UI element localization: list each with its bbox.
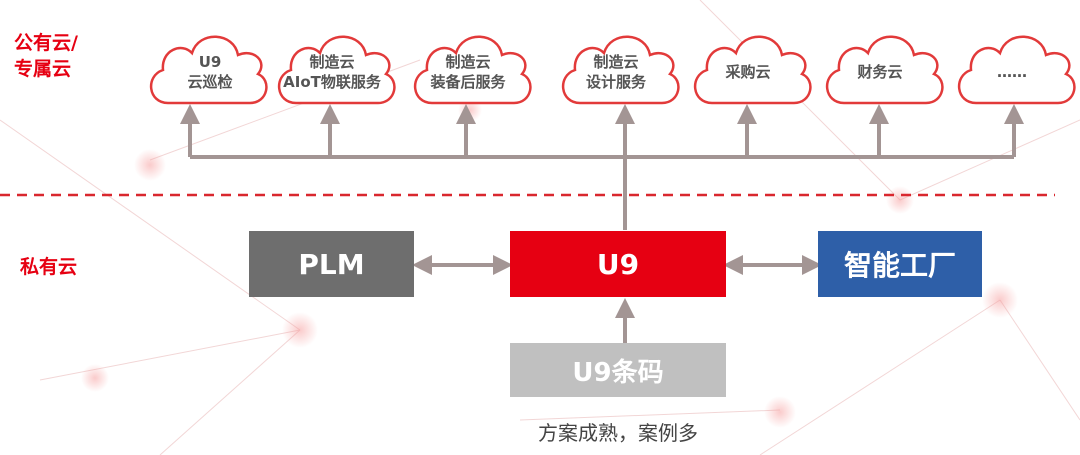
cloud-shape-3: [413, 35, 532, 105]
cloud-u9-inspection: U9 云巡检: [187, 53, 233, 91]
smart-factory-box: 智能工厂: [818, 231, 982, 297]
u9-barcode-box: U9条码: [510, 343, 726, 397]
cloud-finance: 财务云: [857, 63, 903, 81]
u9-box: U9: [510, 231, 726, 297]
plm-box: PLM: [249, 231, 414, 297]
cloud-equipment-service: 制造云 装备后服务: [430, 53, 506, 91]
background-glow-dots: [81, 98, 1018, 428]
connectors: [180, 104, 1024, 343]
cloud-procurement: 采购云: [725, 63, 771, 81]
private-cloud-label: 私有云: [20, 256, 78, 278]
cloud-shape-2: [277, 35, 396, 105]
public-cloud-label: 公有云/ 专属云: [14, 32, 78, 80]
cloud-shape-5: [693, 35, 812, 105]
cloud-design-service: 制造云 设计服务: [585, 53, 646, 91]
cloud-shapes: [149, 35, 1076, 105]
cloud-shape-6: [825, 35, 944, 105]
caption-text: 方案成熟，案例多: [538, 421, 698, 445]
cloud-shape-7: [957, 35, 1076, 105]
cloud-shape-4: [561, 35, 680, 105]
cloud-shape-1: [149, 35, 268, 105]
cloud-aiot-service: 制造云 AIoT物联服务: [283, 53, 381, 91]
cloud-more: ……: [997, 63, 1027, 81]
